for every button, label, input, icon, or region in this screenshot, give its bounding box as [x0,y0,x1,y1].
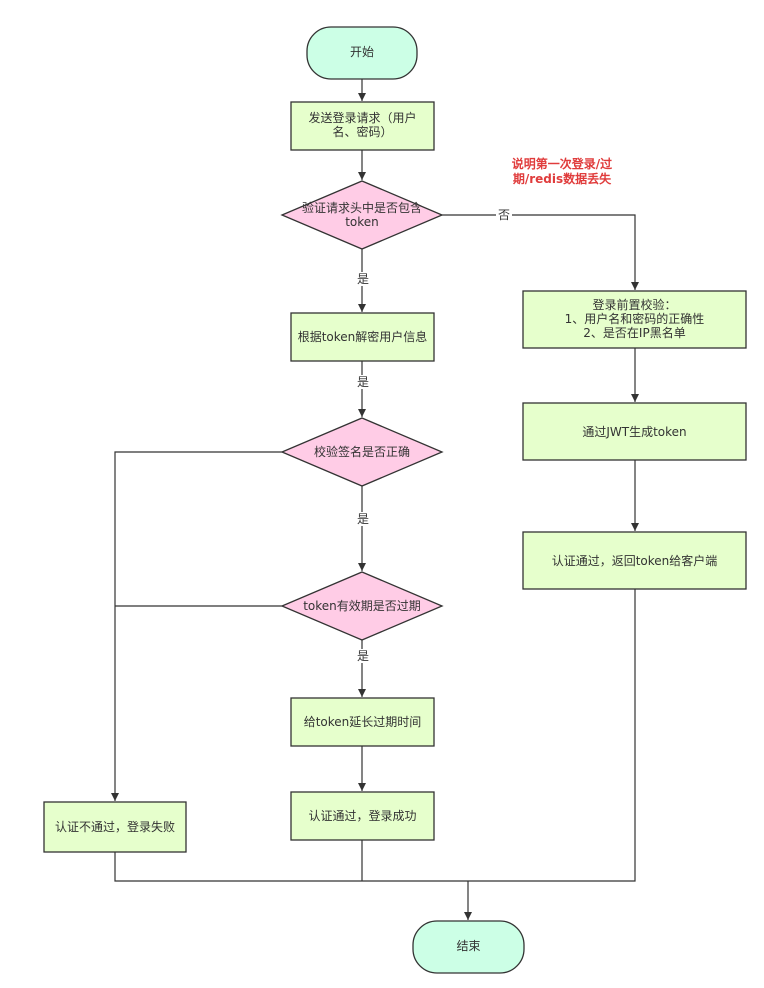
edge-signature-fail [111,451,282,801]
edge-check-no-to-prelogin [442,214,639,290]
end-label: 结束 [456,939,481,953]
send-login-node [290,101,435,151]
send-login-label: 发送登录请求（用户 名、密码） [308,111,417,139]
check-signature-label: 校验签名是否正确 [313,445,410,459]
start-label: 开始 [349,45,374,59]
annotation-note: 说明第一次登录/过 期/redis数据丢失 [511,157,613,186]
edge-label-yes-3: 是 [355,512,372,526]
edge-label-no: 否 [496,208,513,222]
edge-label-yes-4: 是 [355,649,372,663]
return-token-label: 认证通过，返回token给客户端 [551,554,718,568]
decode-token-node [290,312,435,362]
auth-success-node [290,791,435,841]
check-token-header-label: 验证请求头中是否包含 token [301,201,422,229]
return-token-node [522,531,747,590]
decode-token-label: 根据token解密用户信息 [297,330,428,344]
extend-expiry-label: 给token延长过期时间 [303,715,422,729]
pre-login-check-node [522,290,747,349]
edge-return-to-merge [468,589,636,882]
jwt-generate-node [522,402,747,461]
auth-fail-label: 认证不通过，登录失败 [54,820,175,834]
jwt-generate-label: 通过JWT生成token [582,425,687,439]
end-node [412,920,525,974]
pre-login-check-label: 登录前置校验： 1、用户名和密码的正确性 2、是否在IP黑名单 [564,298,705,340]
check-expiry-label: token有效期是否过期 [303,599,421,613]
auth-success-label: 认证通过，登录成功 [308,809,417,823]
extend-expiry-node [290,697,435,747]
edge-label-yes-2: 是 [355,375,372,389]
edge-fail-to-merge [114,852,468,882]
edge-label-yes-1: 是 [355,272,372,286]
auth-fail-node [43,801,187,853]
